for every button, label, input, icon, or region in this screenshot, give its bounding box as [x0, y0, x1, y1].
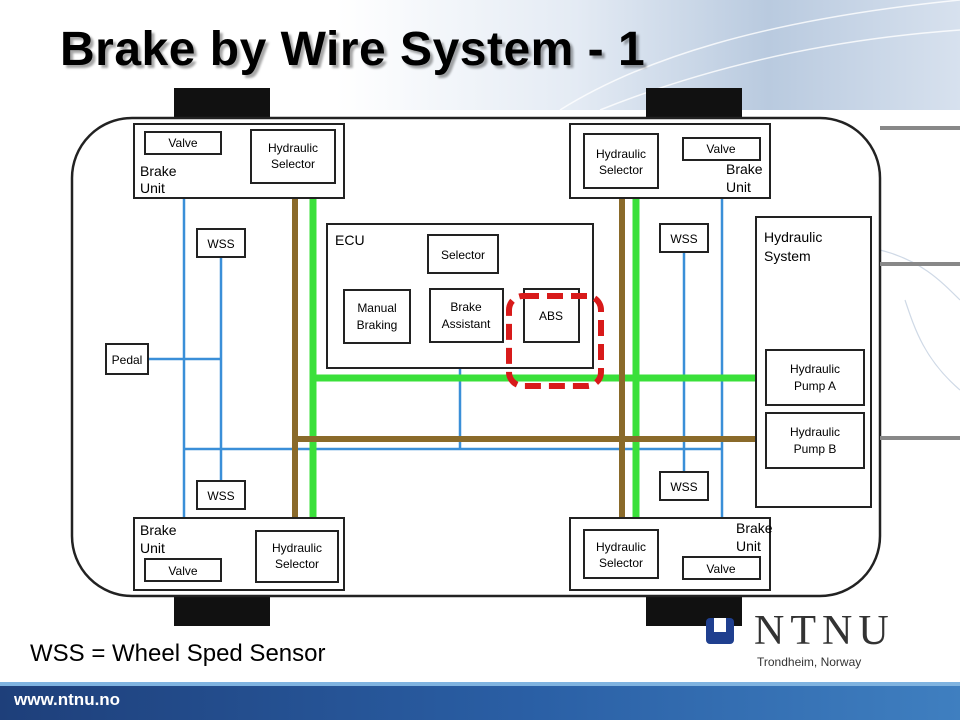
hydraulic-system: Hydraulic System Hydraulic Pump A Hydrau… [755, 216, 872, 508]
valve-box [682, 556, 761, 580]
selector-label-line2: Selector [599, 556, 643, 570]
wss-caption: WSS = Wheel Sped Sensor [30, 640, 326, 667]
brake-unit-label-line2: Unit [140, 540, 165, 556]
valve-box [682, 137, 761, 161]
brake-unit-label-line1: Brake [726, 161, 763, 177]
slide-title: Brake by Wire System - 1 [60, 23, 646, 76]
wheel-front-right [646, 88, 742, 120]
pump-b-label-line1: Hydraulic [790, 425, 840, 439]
hydraulic-pump-a-box [765, 349, 865, 406]
location-text: Trondheim, Norway [757, 655, 862, 669]
wss-sensor-rear-right: WSS [659, 471, 709, 501]
wss-label: WSS [670, 232, 697, 246]
valve-label: Valve [168, 136, 197, 150]
ecu-selector-label: Selector [441, 248, 485, 262]
wss-label: WSS [207, 237, 234, 251]
hydraulic-selector-box [583, 529, 659, 579]
wss-sensor-front-right: WSS [659, 223, 709, 253]
wheel-front-left [174, 88, 270, 120]
side-mark [880, 126, 960, 130]
selector-label-line2: Selector [275, 557, 319, 571]
wheel-rear-left [174, 594, 270, 626]
ecu-label: ECU [335, 232, 365, 248]
signal-lines [148, 156, 724, 560]
brake-unit-front-left: Valve Hydraulic Selector Brake Unit [133, 123, 345, 199]
side-mark [880, 262, 960, 266]
manual-braking-label-line1: Manual [357, 301, 396, 315]
hydraulic-selector-box [583, 133, 659, 189]
pedal-label: Pedal [112, 353, 143, 367]
wss-label: WSS [670, 480, 697, 494]
hydraulic-system-label-line1: Hydraulic [764, 229, 822, 245]
brake-unit-label-line1: Brake [140, 522, 177, 538]
selector-label-line1: Hydraulic [268, 141, 318, 155]
manual-braking-box [343, 289, 411, 344]
brake-assistant-box [429, 288, 504, 343]
hydraulic-selector-box [250, 129, 336, 184]
brake-unit-rear-right: Hydraulic Selector Valve Brake Unit [569, 517, 773, 591]
pump-a-label-line2: Pump A [794, 379, 836, 393]
ecu-selector-box [427, 234, 499, 274]
manual-braking-label-line2: Braking [357, 318, 398, 332]
brake-unit-rear-left: Valve Hydraulic Selector Brake Unit [133, 517, 345, 591]
footer-url[interactable]: www.ntnu.no [14, 690, 121, 709]
brake-unit-label-line1: Brake [140, 163, 177, 179]
footer-bar [0, 682, 960, 720]
valve-label: Valve [706, 142, 735, 156]
valve-box [144, 131, 222, 155]
wss-label: WSS [207, 489, 234, 503]
hydraulic-pump-b-box [765, 412, 865, 469]
selector-label-line1: Hydraulic [272, 541, 322, 555]
selector-label-line2: Selector [599, 163, 643, 177]
valve-label: Valve [168, 564, 197, 578]
hydraulic-system-label-line2: System [764, 248, 811, 264]
hydraulic-selector-box [255, 530, 339, 583]
hydraulic-line-a [309, 180, 766, 530]
ntnu-logo: NTNU [706, 608, 895, 654]
header-background [0, 0, 960, 110]
abs-highlight [506, 293, 604, 389]
valve-box [144, 558, 222, 582]
selector-label-line1: Hydraulic [596, 147, 646, 161]
wss-sensor-rear-left: WSS [196, 480, 246, 510]
selector-label-line1: Hydraulic [596, 540, 646, 554]
footer-stripe [0, 682, 960, 686]
abs-label: ABS [539, 309, 563, 323]
brake-unit-label-line2: Unit [736, 538, 761, 554]
selector-label-line2: Selector [271, 157, 315, 171]
hydraulic-line-b [292, 180, 766, 530]
brake-assistant-label-line1: Brake [450, 300, 482, 314]
pump-b-label-line2: Pump B [794, 442, 837, 456]
brake-unit-label-line2: Unit [726, 179, 751, 195]
brake-unit-label-line1: Brake [736, 520, 773, 536]
valve-label: Valve [706, 562, 735, 576]
side-mark [880, 436, 960, 440]
brake-unit-front-right: Hydraulic Selector Valve Brake Unit [569, 123, 771, 199]
pedal: Pedal [105, 343, 149, 375]
logo-text: NTNU [754, 608, 895, 654]
wss-sensor-front-left: WSS [196, 228, 246, 258]
pump-a-label-line1: Hydraulic [790, 362, 840, 376]
brake-unit-label-line2: Unit [140, 180, 165, 196]
brake-assistant-label-line2: Assistant [442, 317, 491, 331]
